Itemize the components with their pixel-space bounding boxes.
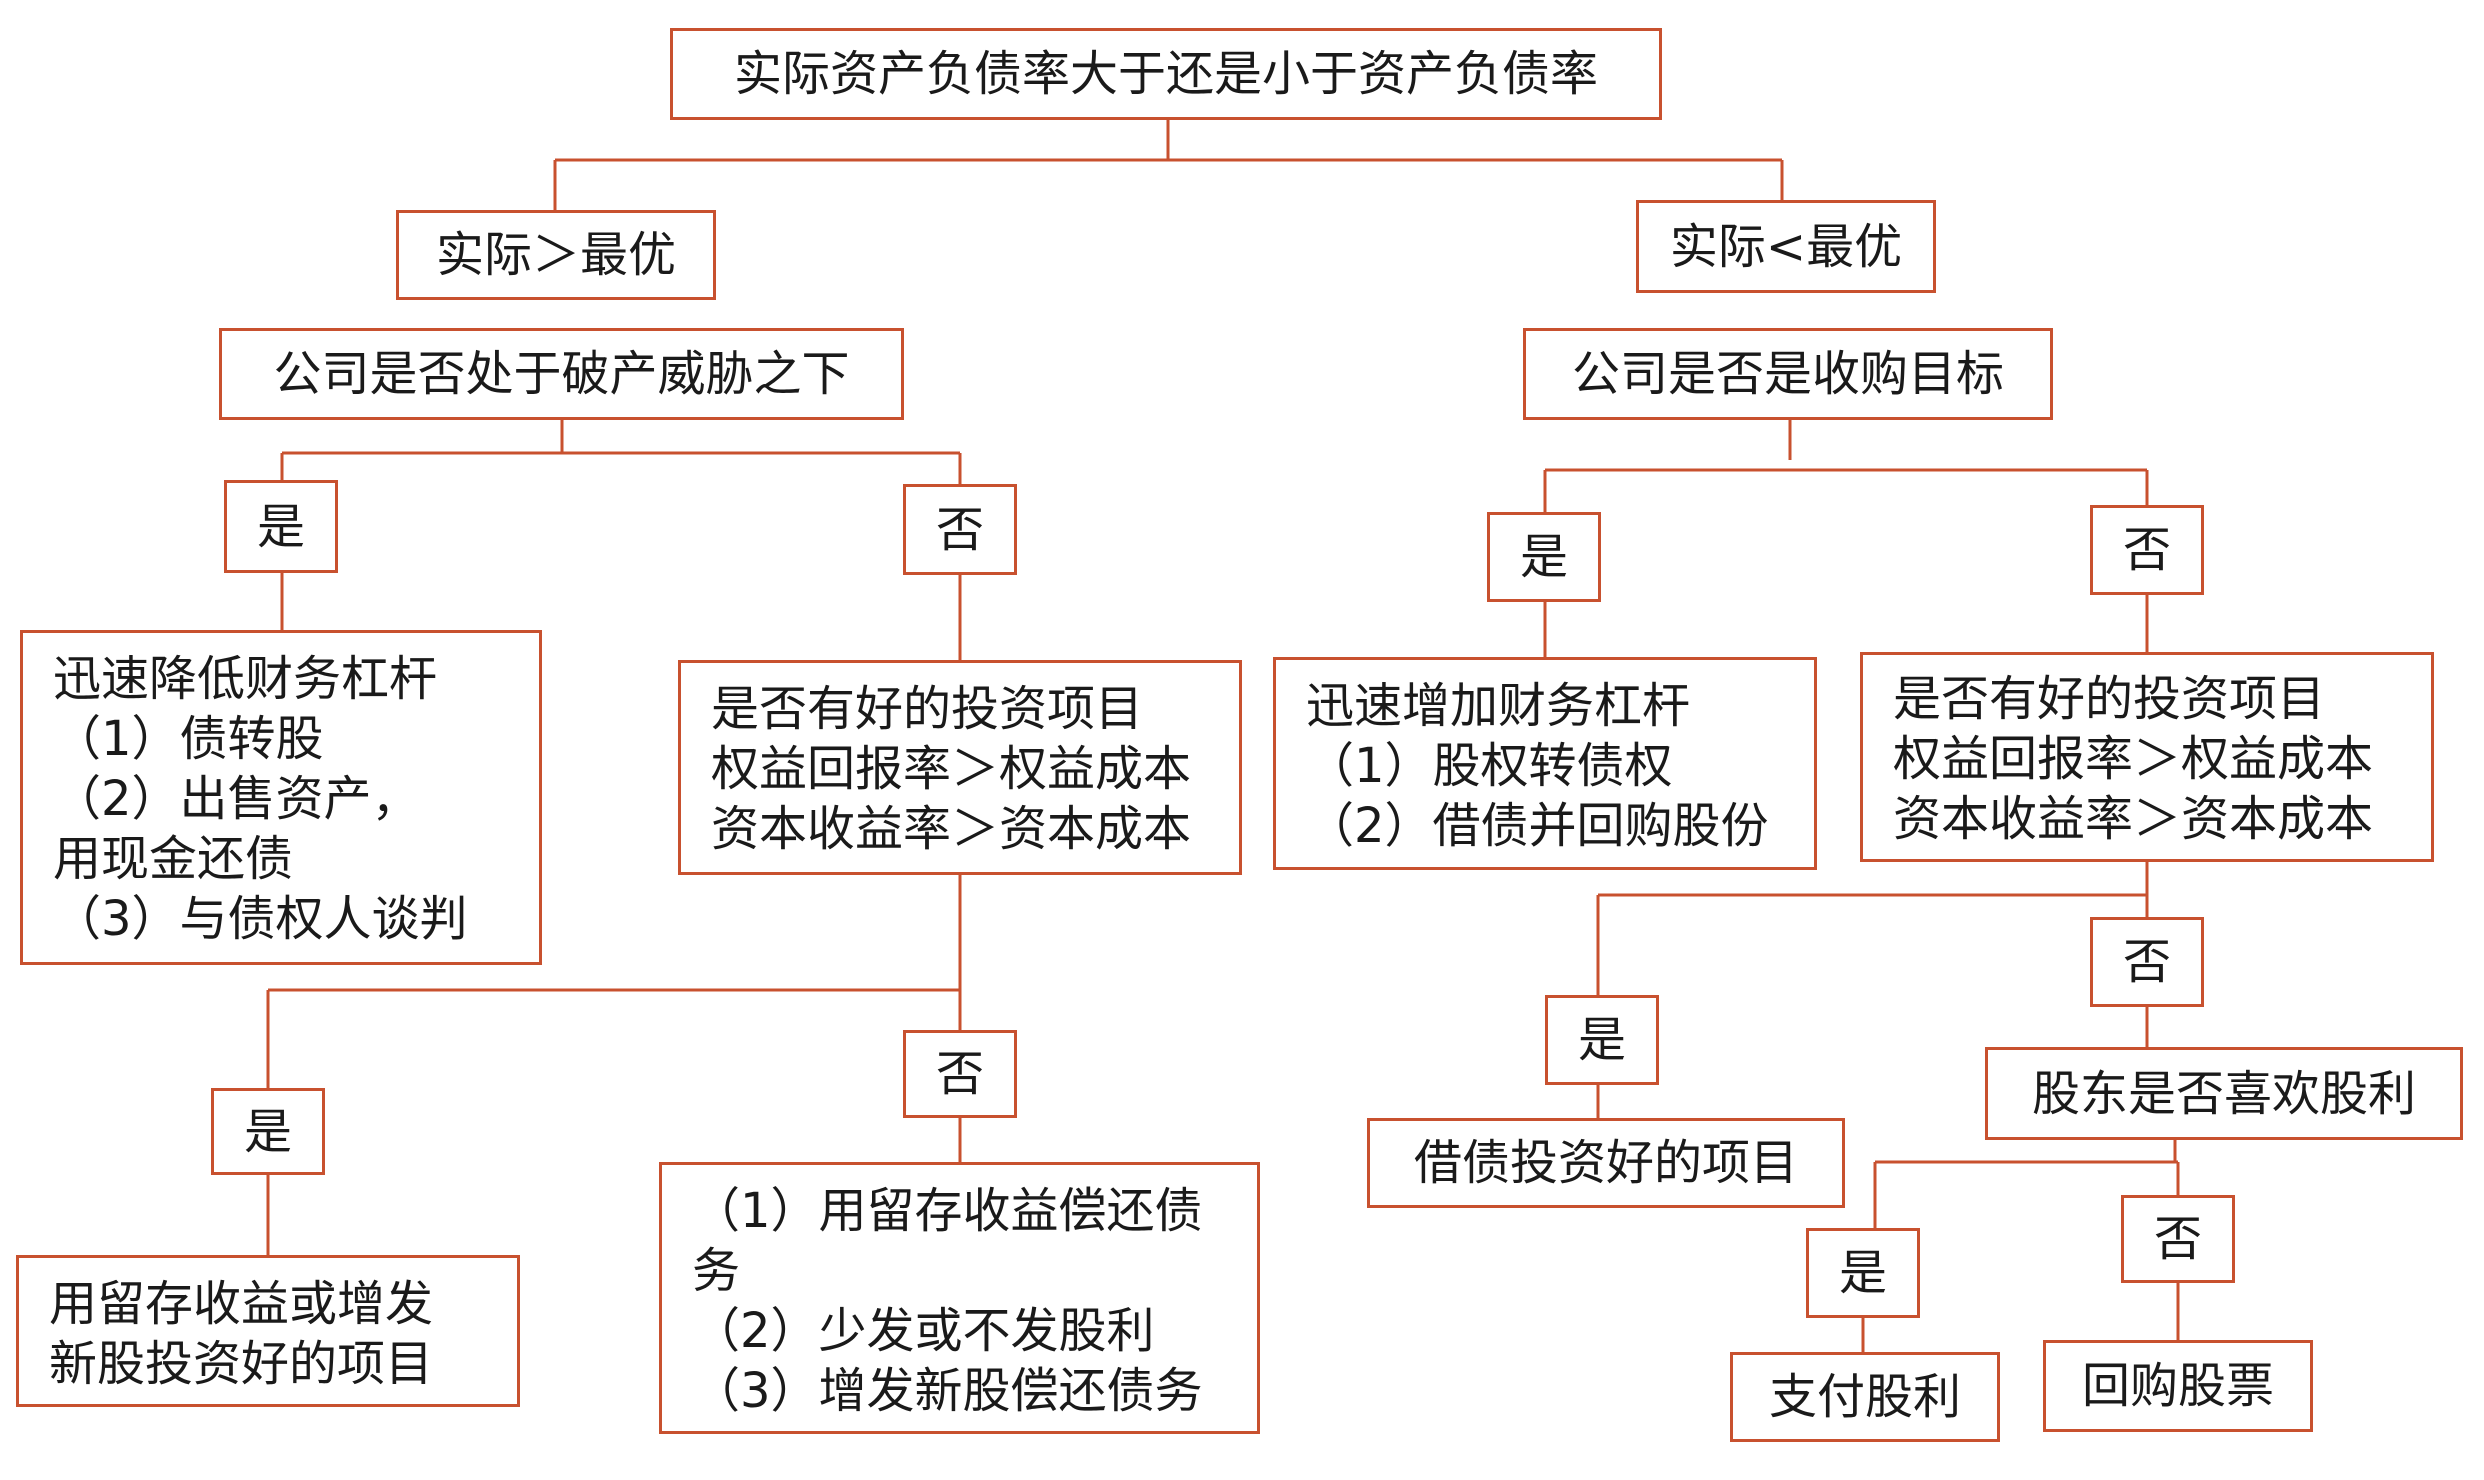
right-invest-question-box: 是否有好的投资项目 权益回报率＞权益成本 资本收益率＞资本成本 bbox=[1860, 652, 2434, 862]
root-question-box: 实际资产负债率大于还是小于资产负债率 bbox=[670, 28, 1662, 120]
left-invest-no-label: 否 bbox=[903, 1030, 1017, 1118]
right-invest-yes-label: 是 bbox=[1545, 995, 1659, 1085]
left-yes-label: 是 bbox=[224, 480, 338, 573]
left-question-box: 公司是否处于破产威胁之下 bbox=[219, 328, 904, 420]
pay-dividend-box: 支付股利 bbox=[1730, 1352, 2000, 1442]
left-invest-yes-label: 是 bbox=[211, 1088, 325, 1175]
left-no-label: 否 bbox=[903, 484, 1017, 575]
right-no-label: 否 bbox=[2090, 505, 2204, 595]
right-invest-yes-action-box: 借债投资好的项目 bbox=[1367, 1118, 1845, 1208]
dividend-no-label: 否 bbox=[2121, 1195, 2235, 1283]
buyback-shares-box: 回购股票 bbox=[2043, 1340, 2313, 1432]
right-condition-box: 实际<最优 bbox=[1636, 200, 1936, 293]
dividend-yes-label: 是 bbox=[1806, 1228, 1920, 1318]
left-condition-box: 实际＞最优 bbox=[396, 210, 716, 300]
right-yes-action-box: 迅速增加财务杠杆 （1）股权转债权 （2）借债并回购股份 bbox=[1273, 657, 1817, 870]
left-yes-action-box: 迅速降低财务杠杆 （1）债转股 （2）出售资产， 用现金还债 （3）与债权人谈判 bbox=[20, 630, 542, 965]
dividend-question-box: 股东是否喜欢股利 bbox=[1985, 1047, 2463, 1140]
left-invest-yes-action-box: 用留存收益或增发 新股投资好的项目 bbox=[16, 1255, 520, 1407]
right-question-box: 公司是否是收购目标 bbox=[1523, 328, 2053, 420]
left-invest-no-action-box: （1）用留存收益偿还债 务 （2）少发或不发股利 （3）增发新股偿还债务 bbox=[659, 1162, 1260, 1434]
right-yes-label: 是 bbox=[1487, 512, 1601, 602]
right-invest-no-label: 否 bbox=[2090, 917, 2204, 1007]
left-invest-question-box: 是否有好的投资项目 权益回报率＞权益成本 资本收益率＞资本成本 bbox=[678, 660, 1242, 875]
